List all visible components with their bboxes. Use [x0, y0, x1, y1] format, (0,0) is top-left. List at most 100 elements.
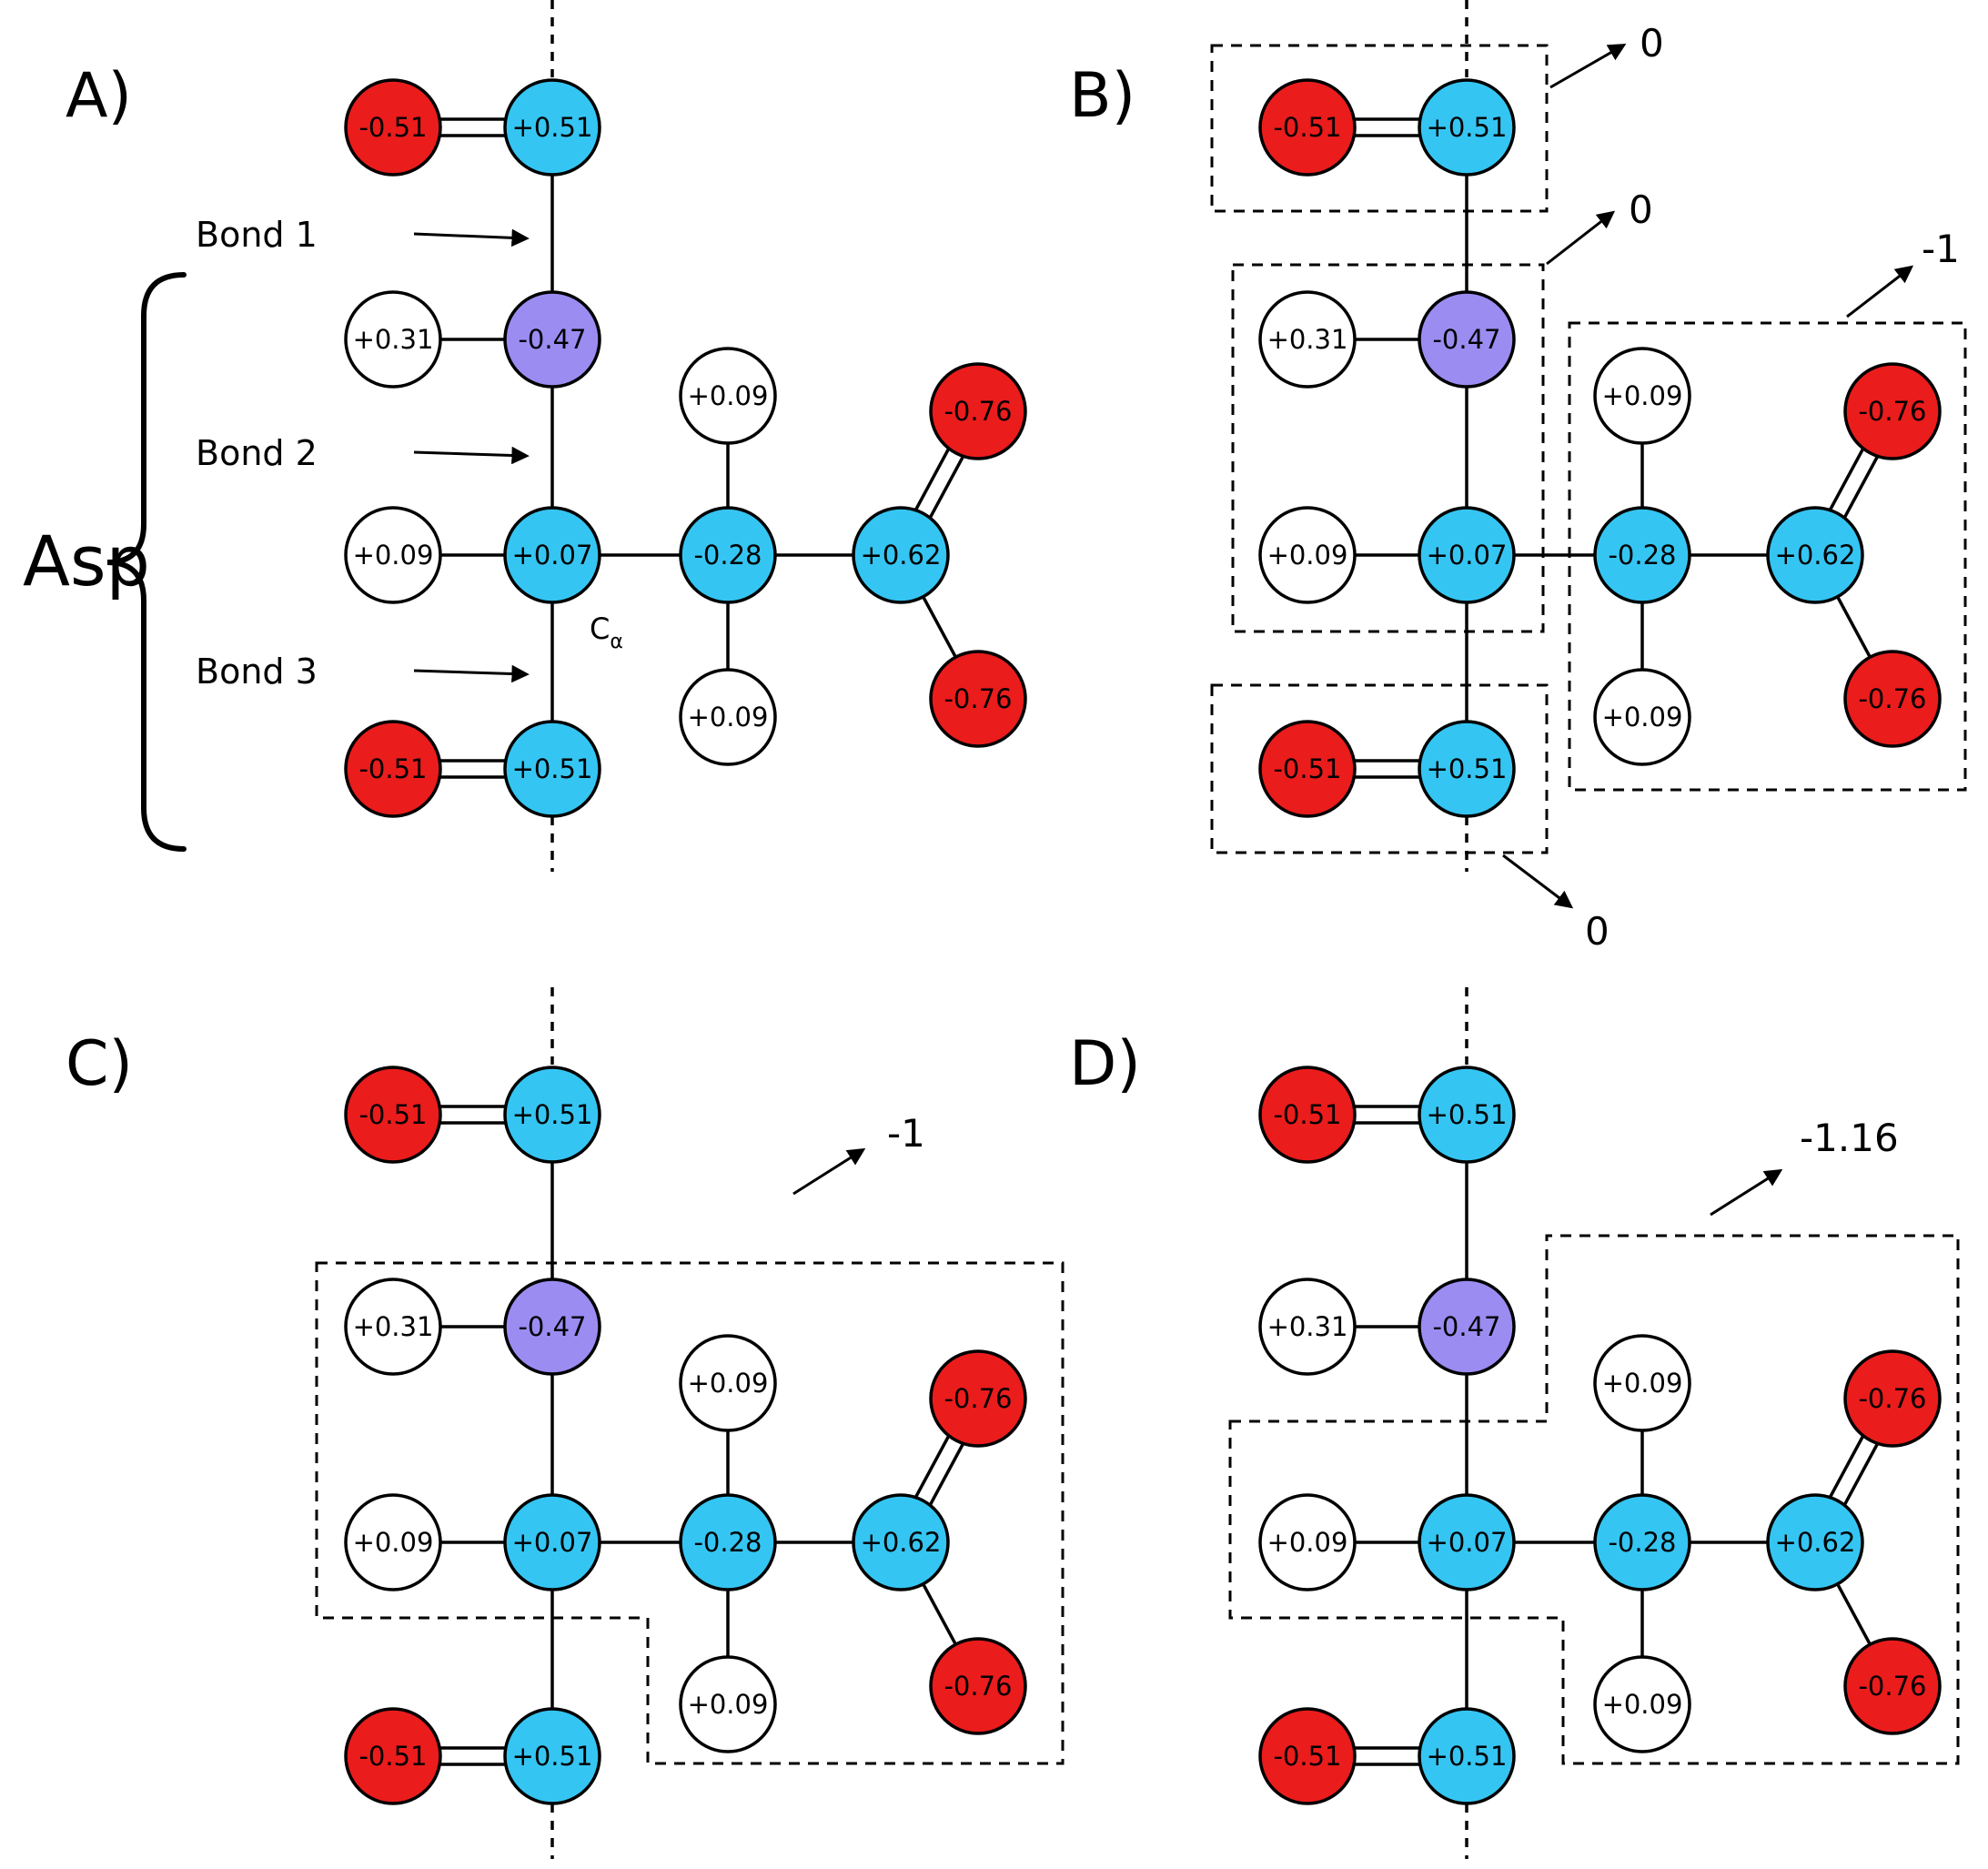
atom-carbon-C-beta [679, 506, 777, 604]
atom-charge-label: -0.76 [1858, 396, 1926, 427]
atom-charge-label: +0.09 [1267, 540, 1348, 571]
panel-A: -0.51+0.51+0.31-0.47+0.09+0.07+0.09-0.28… [23, 0, 1027, 872]
group-charge-value: -1 [1922, 227, 1960, 271]
bond-label-2: Bond 2 [196, 433, 318, 473]
atom-charge-label: +0.09 [688, 1689, 769, 1720]
atom-charge-label: +0.07 [512, 540, 593, 571]
atom-carbon-C-bot [503, 1707, 601, 1805]
panel-letter-A: A) [66, 60, 132, 132]
atom-charge-label: -0.76 [944, 1383, 1012, 1414]
atom-carbon-C-top [503, 1066, 601, 1164]
atom-charge-label: -0.51 [358, 1741, 427, 1772]
panel-letter-D: D) [1069, 1028, 1141, 1100]
c-alpha-label: Cα [590, 611, 623, 653]
atom-charge-label: +0.51 [1427, 1099, 1508, 1130]
atom-hydrogen-H-alpha [344, 1493, 442, 1591]
atom-hydrogen-H-beta2 [679, 668, 777, 766]
atom-carbon-C-gamma [1766, 1493, 1864, 1591]
atom-charge-label: +0.09 [688, 380, 769, 411]
atom-charge-label: +0.51 [1427, 112, 1508, 143]
atom-hydrogen-H-alpha [1258, 506, 1357, 604]
atom-charge-label: +0.09 [1602, 1689, 1683, 1720]
atom-hydrogen-H-beta2 [679, 1655, 777, 1753]
atom-hydrogen-H-beta2 [1593, 1655, 1691, 1753]
atom-charge-label: +0.07 [1427, 1527, 1508, 1558]
panel-letter-B: B) [1069, 60, 1135, 132]
atom-charge-label: -0.76 [944, 1671, 1012, 1702]
group-charge-value: -1 [887, 1111, 925, 1156]
atom-hydrogen-H-beta1 [679, 347, 777, 445]
atom-hydrogen-H-amide [1258, 290, 1357, 389]
charge-group-outline-carbonyl-bottom [1210, 683, 1549, 854]
atom-oxygen-O-delta2 [1843, 650, 1942, 748]
bond-label-1: Bond 1 [196, 215, 318, 255]
atom-charge-label: -0.76 [1858, 1383, 1926, 1414]
atom-charge-label: -0.28 [693, 540, 762, 571]
atom-oxygen-O-top [344, 78, 442, 177]
atom-charge-label: -0.47 [518, 1311, 586, 1342]
atom-nitrogen-N-amide [1418, 1278, 1516, 1376]
atom-charge-label: -0.28 [1608, 1527, 1676, 1558]
atom-charge-label: +0.51 [1427, 753, 1508, 784]
atom-charge-label: -0.51 [1273, 1099, 1341, 1130]
atom-oxygen-O-delta2 [929, 1637, 1027, 1735]
atom-oxygen-O-delta2 [1843, 1637, 1942, 1735]
charge-group-outline-residue-group [315, 1261, 1065, 1765]
atom-hydrogen-H-beta1 [1593, 1334, 1691, 1432]
atom-oxygen-O-delta1 [929, 1349, 1027, 1448]
bond-label-arrow [413, 446, 530, 465]
atom-charge-label: -0.51 [358, 1099, 427, 1130]
atom-hydrogen-H-alpha [1258, 1493, 1357, 1591]
atom-hydrogen-H-alpha [344, 506, 442, 604]
atom-charge-label: +0.09 [1602, 1368, 1683, 1399]
atom-charge-label: -0.76 [944, 396, 1012, 427]
atom-oxygen-O-top [1258, 78, 1357, 177]
atom-carbon-C-bot [503, 720, 601, 818]
group-charge-arrow [1710, 1168, 1783, 1217]
atom-oxygen-O-top [1258, 1066, 1357, 1164]
atom-hydrogen-H-beta2 [1593, 668, 1691, 766]
atom-charge-label: +0.09 [688, 702, 769, 732]
atom-charge-label: -0.76 [1858, 1671, 1926, 1702]
atom-charge-label: -0.76 [1858, 683, 1926, 714]
atom-carbon-C-beta [679, 1493, 777, 1591]
atom-nitrogen-N-amide [503, 1278, 601, 1376]
atom-hydrogen-H-amide [1258, 1278, 1357, 1376]
group-charge-arrow [1549, 44, 1627, 89]
atom-charge-label: +0.51 [1427, 1741, 1508, 1772]
atom-oxygen-O-delta1 [929, 362, 1027, 460]
atom-charge-label: -0.51 [358, 112, 427, 143]
panel-C: -0.51+0.51+0.31-0.47+0.09+0.07+0.09-0.28… [66, 987, 1065, 1859]
atom-charge-label: +0.07 [1427, 540, 1508, 571]
atom-carbon-C-beta [1593, 506, 1691, 604]
atom-charge-label: +0.51 [512, 1741, 593, 1772]
atom-charge-label: +0.31 [1267, 324, 1348, 355]
atom-charge-label: -0.28 [1608, 540, 1676, 571]
atom-charge-label: -0.47 [518, 324, 586, 355]
charge-group-outline-fractional-group [1228, 1234, 1960, 1765]
panel-D: -0.51+0.51+0.31-0.47+0.09+0.07+0.09-0.28… [1069, 987, 1960, 1859]
atom-charge-label: -0.28 [693, 1527, 762, 1558]
group-charge-arrow [792, 1147, 866, 1196]
group-charge-arrow [1846, 265, 1914, 318]
atom-charge-label: +0.62 [1775, 540, 1856, 571]
atom-hydrogen-H-beta1 [1593, 347, 1691, 445]
atom-charge-label: -0.47 [1432, 1311, 1500, 1342]
group-charge-value: 0 [1640, 21, 1664, 66]
atom-charge-label: +0.51 [512, 112, 593, 143]
atom-nitrogen-N-amide [1418, 290, 1516, 389]
atom-oxygen-O-delta1 [1843, 362, 1942, 460]
panel-letter-C: C) [66, 1028, 133, 1100]
atom-carbon-C-bot [1418, 1707, 1516, 1805]
group-charge-value: -1.16 [1800, 1116, 1899, 1160]
atom-oxygen-O-delta1 [1843, 1349, 1942, 1448]
atom-carbon-C-alpha [1418, 1493, 1516, 1591]
atom-oxygen-O-bot [1258, 720, 1357, 818]
atom-carbon-C-alpha [1418, 506, 1516, 604]
atom-charge-label: -0.76 [944, 683, 1012, 714]
atom-carbon-C-top [503, 78, 601, 177]
atom-charge-label: +0.62 [861, 1527, 942, 1558]
atom-carbon-C-beta [1593, 1493, 1691, 1591]
atom-charge-label: -0.51 [1273, 753, 1341, 784]
